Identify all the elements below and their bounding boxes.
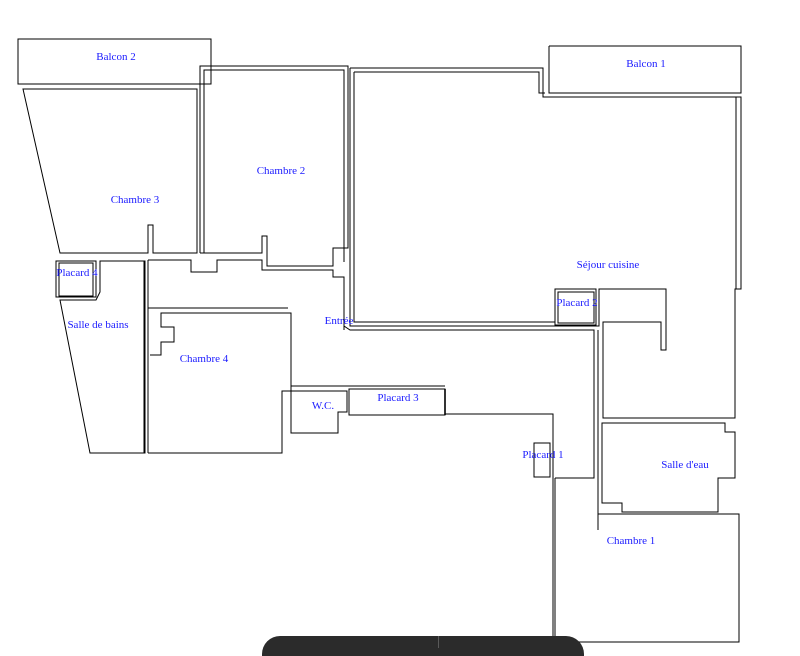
balcon-1-room[interactable]: [548, 45, 742, 94]
label-salle-d-eau: Salle d'eau: [661, 459, 709, 471]
label-chambre-2: Chambre 2: [257, 165, 306, 177]
label-chambre-3: Chambre 3: [111, 194, 160, 206]
label-placard-4: Placard 4: [56, 267, 98, 279]
chambre-3-room[interactable]: [22, 88, 198, 254]
placard-2-room[interactable]: [554, 288, 597, 326]
label-placard-1: Placard 1: [522, 449, 563, 461]
entree-area[interactable]: [148, 259, 595, 479]
label-sejour-cuisine: Séjour cuisine: [577, 259, 640, 271]
balcon-2-room[interactable]: [17, 38, 212, 85]
label-entree: Entrée: [325, 315, 354, 327]
label-salle-de-bains: Salle de bains: [67, 319, 128, 331]
label-wc: W.C.: [312, 400, 334, 412]
label-chambre-4: Chambre 4: [180, 353, 229, 365]
label-placard-3: Placard 3: [377, 392, 419, 404]
placard-4-room[interactable]: [55, 260, 97, 298]
label-chambre-1: Chambre 1: [607, 535, 656, 547]
chambre-1-room[interactable]: [554, 478, 740, 643]
label-placard-2: Placard 2: [556, 297, 597, 309]
toolbar-divider: [438, 636, 439, 648]
bottom-toolbar[interactable]: [262, 636, 584, 656]
salle-d-eau-room[interactable]: [601, 422, 736, 513]
salle-de-bains-room[interactable]: [59, 260, 146, 454]
sejour-cuisine-room[interactable]: [349, 67, 742, 419]
placard-1-room[interactable]: [533, 442, 551, 478]
wc-room[interactable]: [290, 390, 348, 434]
label-balcon-1: Balcon 1: [626, 58, 665, 70]
chambre-2-room[interactable]: [199, 65, 349, 267]
chambre-4-room[interactable]: [148, 312, 292, 454]
label-balcon-2: Balcon 2: [96, 51, 135, 63]
